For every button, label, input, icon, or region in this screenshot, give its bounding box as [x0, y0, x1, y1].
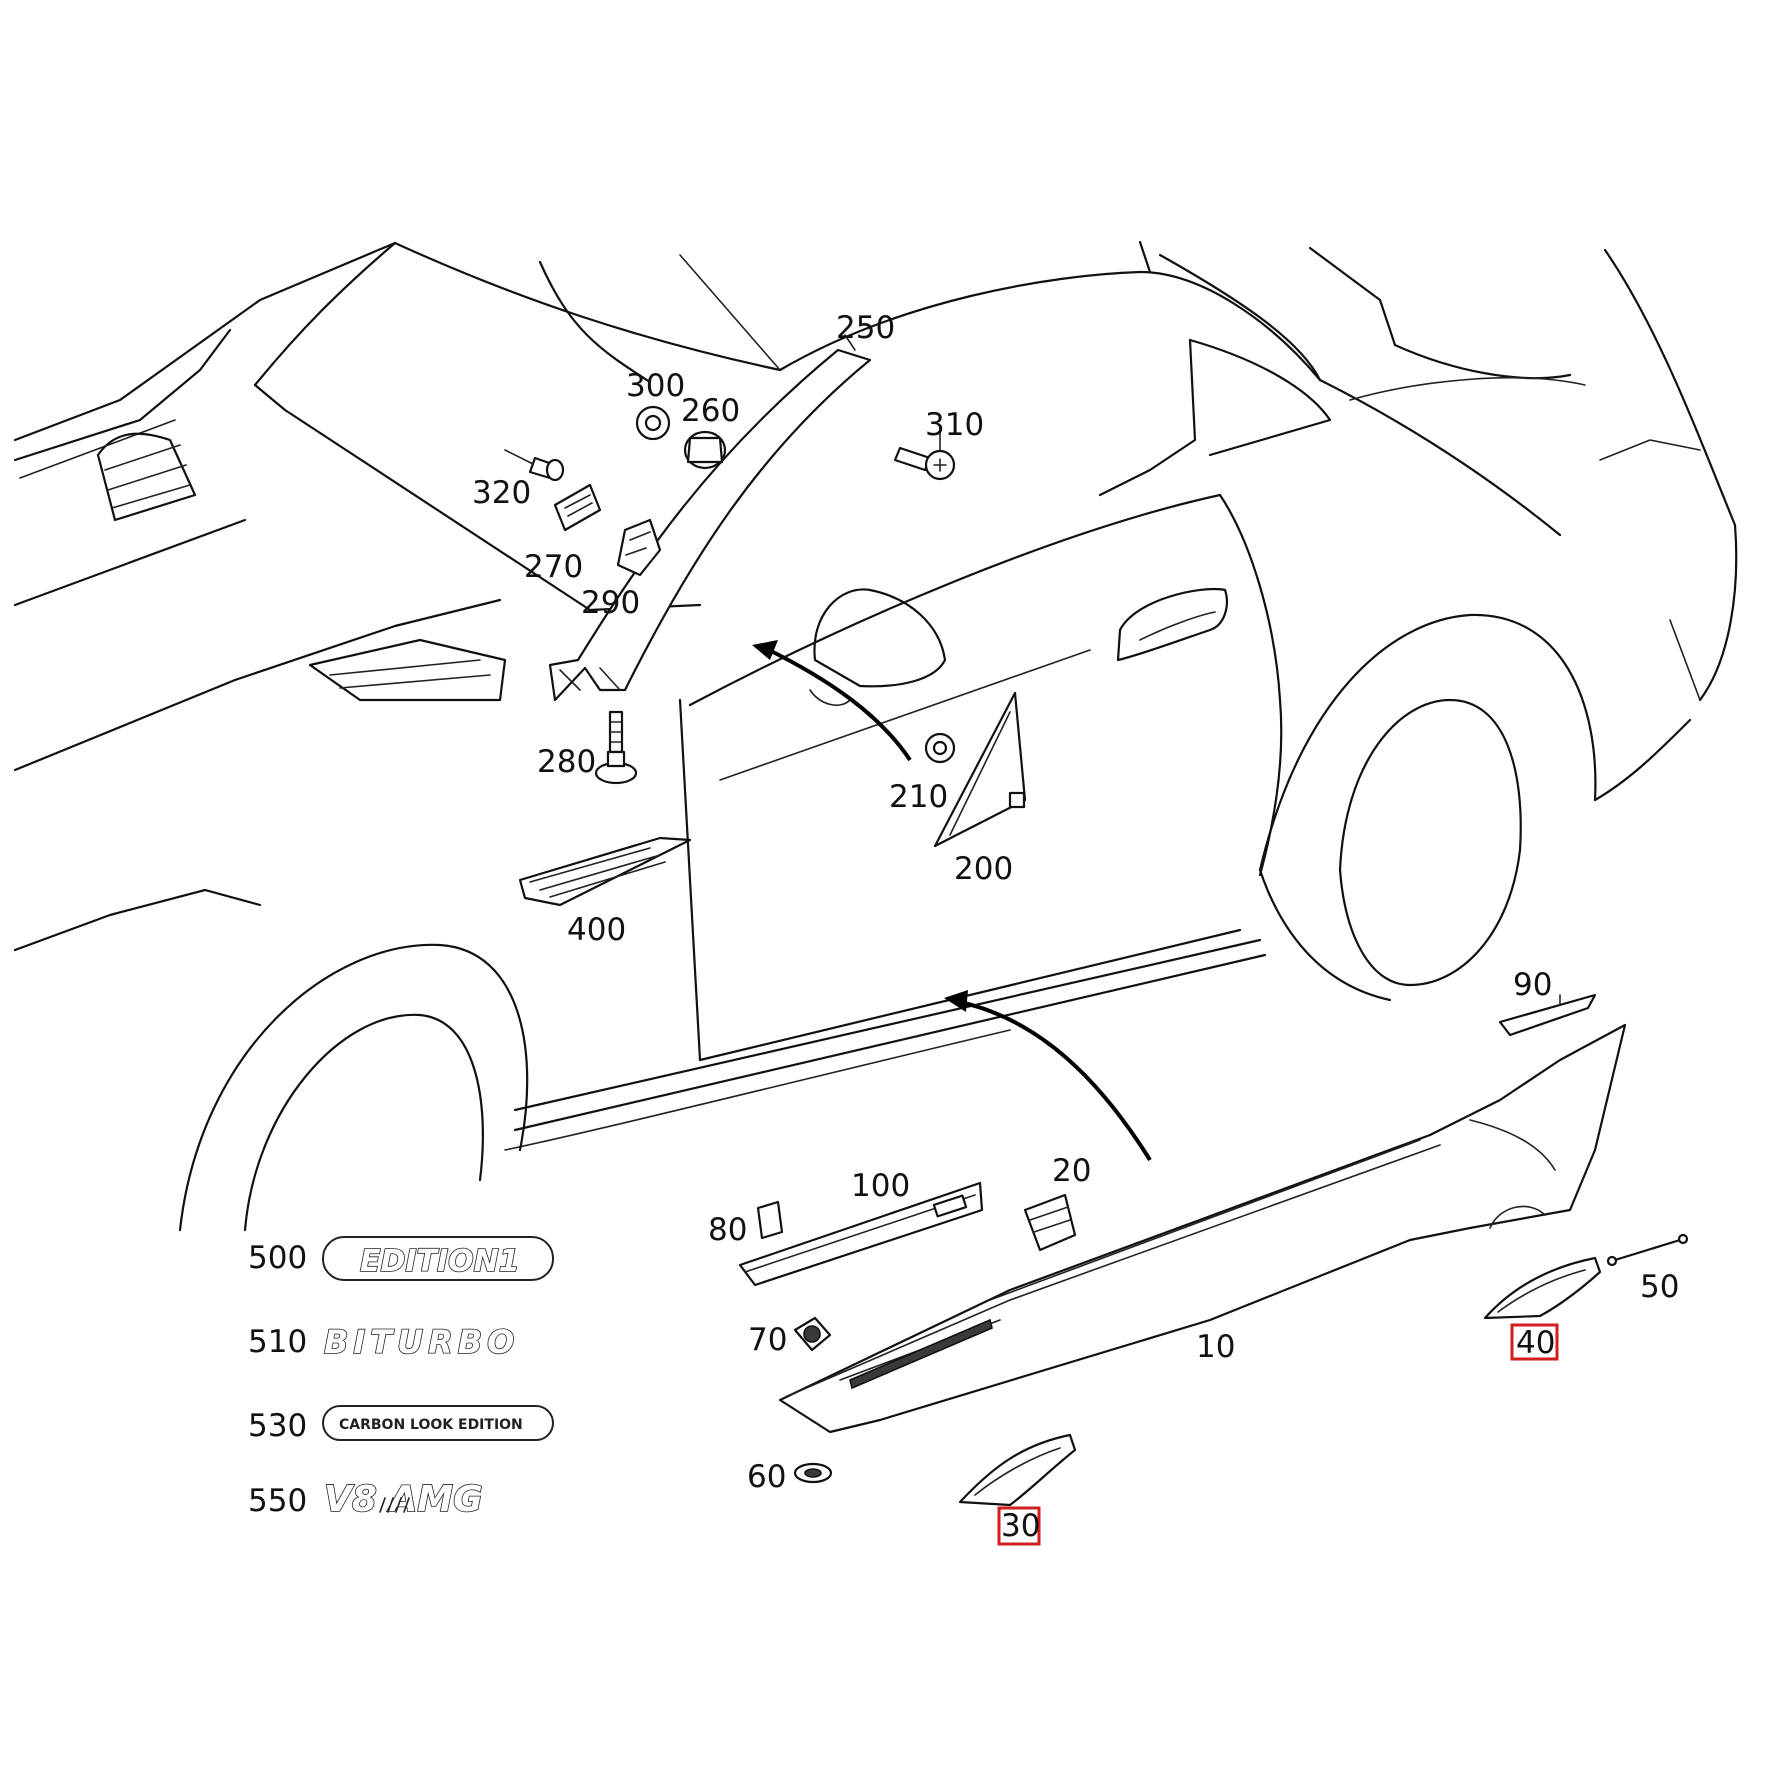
push-rivet-part	[594, 710, 638, 785]
screw-part	[893, 446, 956, 481]
rear-cover-part	[1483, 1256, 1602, 1320]
emblem-list: 500 EDITION1 510 BITURBO 530 CARBON LOOK…	[248, 1236, 554, 1521]
callout-60: 60	[747, 1459, 786, 1495]
callout-70: 70	[748, 1322, 787, 1358]
emblem-biturbo: BITURBO	[324, 1323, 519, 1361]
emblem-edition1: EDITION1	[360, 1244, 520, 1279]
callout-10: 10	[1196, 1329, 1235, 1365]
bracket-part	[616, 518, 662, 577]
plug-part	[683, 430, 727, 470]
small-clip-part	[756, 1200, 784, 1240]
arrow-to-a-pillar	[764, 646, 912, 762]
callout-40: 40	[1516, 1325, 1555, 1361]
emblem-number-500: 500	[248, 1240, 307, 1276]
emblem-pill-500	[322, 1236, 554, 1281]
arrow-to-sill	[959, 1000, 1152, 1162]
nut-part	[924, 732, 956, 764]
sill-clip-part	[1023, 1193, 1077, 1252]
highlight-box-30	[997, 1506, 1041, 1546]
emblem-pill-530	[322, 1405, 554, 1441]
callout-310: 310	[925, 407, 984, 443]
grommet-part	[635, 405, 671, 441]
callout-210: 210	[889, 779, 948, 815]
arrowhead-a-pillar	[752, 640, 778, 660]
rod-part	[1606, 1233, 1689, 1267]
callout-200: 200	[954, 851, 1013, 887]
amg-stripes-icon	[379, 1497, 410, 1513]
emblem-number-550: 550	[248, 1483, 307, 1519]
highlight-box-40	[1510, 1323, 1559, 1361]
callout-250: 250	[836, 310, 895, 346]
callout-320: 320	[472, 475, 531, 511]
callout-260: 260	[681, 393, 740, 429]
fastener-part	[793, 1316, 832, 1352]
leader-lines	[844, 334, 1561, 1006]
callout-90: 90	[1513, 967, 1552, 1003]
emblem-carbon-look-edition: CARBON LOOK EDITION	[339, 1417, 523, 1433]
triangle-trim-part	[933, 691, 1027, 848]
callouts: 250 300 260 310 320 270 290 280 210 200 …	[472, 310, 1679, 1546]
callout-300: 300	[626, 368, 685, 404]
callout-290: 290	[581, 585, 640, 621]
side-sill-panel-part	[778, 1023, 1627, 1434]
callout-100: 100	[851, 1168, 910, 1204]
emblem-number-530: 530	[248, 1408, 307, 1444]
callout-270: 270	[524, 549, 583, 585]
clip-plate-part	[553, 483, 602, 532]
front-cover-part	[958, 1433, 1077, 1507]
pin-part	[504, 449, 565, 482]
fender-vent-part	[518, 836, 692, 907]
emblem-number-510: 510	[248, 1324, 307, 1360]
arrowhead-sill	[944, 990, 968, 1012]
sill-bracket-part	[1498, 993, 1597, 1037]
assembly-arrows	[752, 640, 1152, 1162]
emblem-v8-amg: V8 AMG	[324, 1479, 483, 1520]
callout-280: 280	[537, 744, 596, 780]
callout-20: 20	[1052, 1153, 1091, 1189]
callout-50: 50	[1640, 1269, 1679, 1305]
callout-30: 30	[1001, 1508, 1040, 1544]
callout-80: 80	[708, 1212, 747, 1248]
car-body-outline	[13, 240, 1738, 1232]
callout-400: 400	[567, 912, 626, 948]
sill-grommet-part	[793, 1462, 833, 1484]
sill-trim-strip-part	[738, 1181, 984, 1287]
